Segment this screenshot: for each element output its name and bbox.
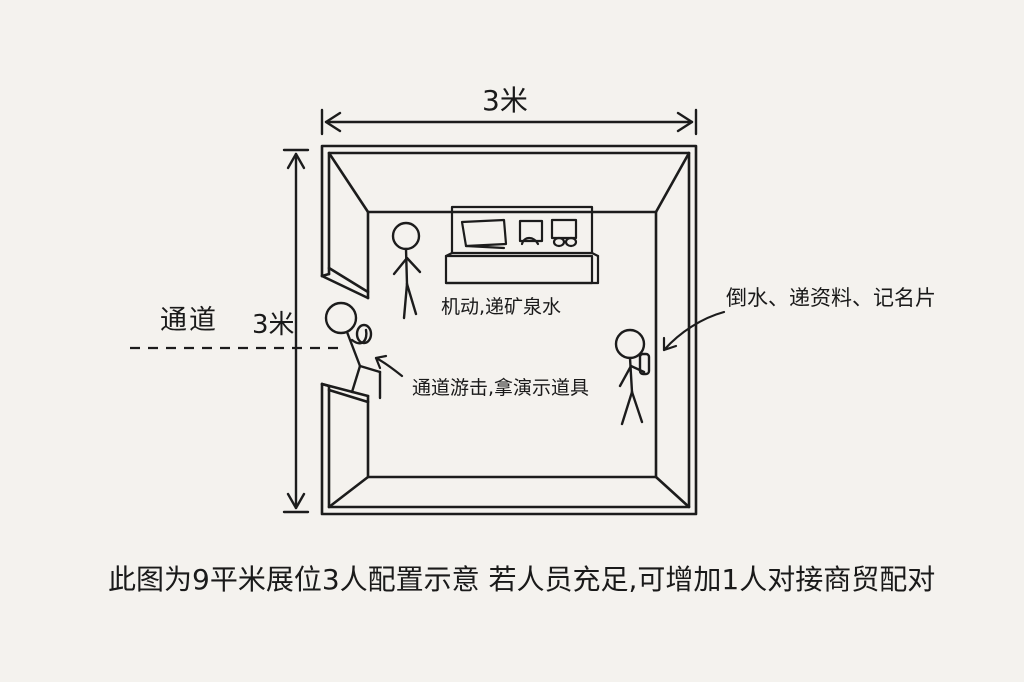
depth-dimension-arrow	[282, 148, 310, 514]
display-counter	[444, 205, 600, 285]
booth-walls	[320, 144, 698, 516]
corridor-label: 通道	[160, 305, 218, 336]
staff-figure-corridor	[324, 301, 382, 400]
width-dimension-arrow	[320, 108, 698, 136]
callout-arrow-reception	[662, 310, 726, 352]
staff-figure-reception	[614, 328, 651, 426]
role-label-corridor: 通道游击,拿演示道具	[412, 377, 590, 399]
depth-dimension-label: 3米	[252, 310, 295, 340]
staff-figure-mobile	[391, 221, 422, 320]
width-dimension-label: 3米	[482, 84, 528, 117]
role-label-reception: 倒水、递资料、记名片	[726, 286, 936, 310]
diagram-caption: 此图为9平米展位3人配置示意 若人员充足,可增加1人对接商贸配对	[108, 563, 936, 596]
role-label-mobile: 机动,递矿泉水	[441, 296, 562, 318]
callout-arrow-corridor	[374, 354, 404, 378]
